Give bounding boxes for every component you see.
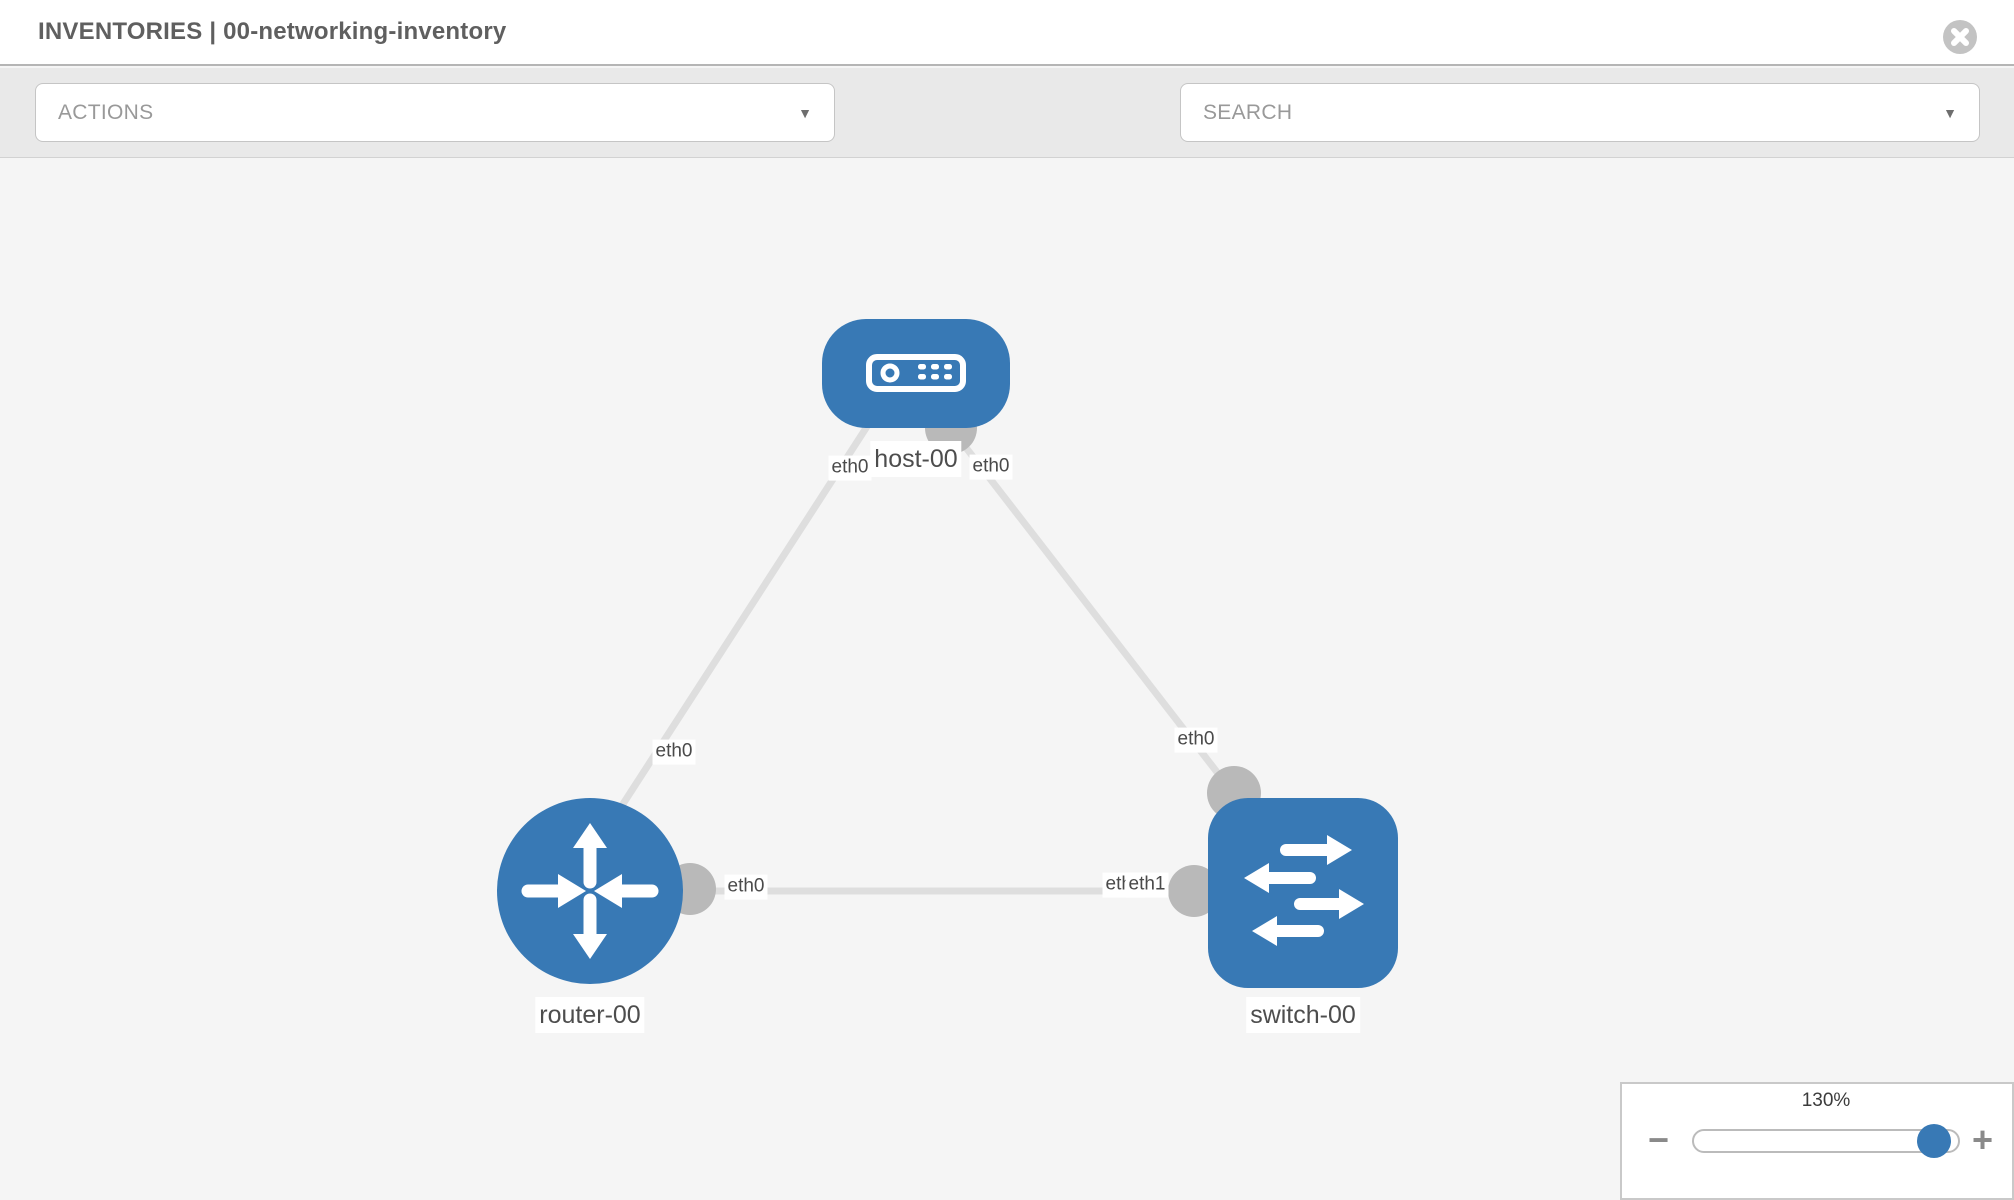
- topology-canvas[interactable]: eth0 eth0 eth0 eth0 eth0 eth1 eth1 host-…: [0, 159, 2014, 1200]
- switch-icon: [1244, 835, 1364, 946]
- node-router[interactable]: [497, 798, 683, 984]
- node-switch[interactable]: [1208, 798, 1398, 988]
- link-host-router[interactable]: [609, 423, 871, 823]
- zoom-out-button[interactable]: −: [1648, 1119, 1670, 1160]
- search-dropdown-label: SEARCH: [1203, 100, 1293, 124]
- zoom-slider-track[interactable]: [1692, 1124, 1960, 1158]
- close-icon: [1943, 20, 1977, 54]
- search-dropdown[interactable]: SEARCH ▼: [1180, 83, 1980, 142]
- interface-label: eth0: [1174, 727, 1218, 753]
- node-label-switch: switch-00: [1246, 997, 1360, 1033]
- close-button[interactable]: [1942, 19, 1978, 55]
- node-label-router: router-00: [535, 997, 645, 1033]
- node-label-host: host-00: [870, 441, 962, 477]
- zoom-level: 130%: [1801, 1090, 1851, 1111]
- interface-label: eth0: [652, 739, 696, 765]
- chevron-down-icon: ▼: [1943, 104, 1957, 121]
- interface-label: eth1: [1125, 872, 1169, 898]
- interface-label: eth0: [724, 874, 768, 900]
- chevron-down-icon: ▼: [798, 104, 812, 121]
- node-host[interactable]: [822, 319, 1010, 428]
- actions-dropdown[interactable]: ACTIONS ▼: [35, 83, 835, 142]
- toolbar: ACTIONS ▼ SEARCH ▼: [0, 68, 2014, 197]
- zoom-in-button[interactable]: +: [1972, 1119, 1994, 1160]
- header: INVENTORIES | 00-networking-inventory: [0, 0, 2014, 66]
- zoom-panel: 130% − +: [1620, 1082, 2014, 1200]
- interface-dot-switch-left: [1168, 865, 1220, 917]
- interface-label: eth0: [828, 455, 872, 481]
- zoom-slider-thumb[interactable]: [1917, 1124, 1951, 1158]
- host-icon: [866, 354, 966, 392]
- actions-dropdown-label: ACTIONS: [58, 100, 154, 124]
- interface-label: eth0: [969, 454, 1013, 480]
- page-title: INVENTORIES | 00-networking-inventory: [38, 18, 507, 45]
- router-icon: [521, 823, 659, 959]
